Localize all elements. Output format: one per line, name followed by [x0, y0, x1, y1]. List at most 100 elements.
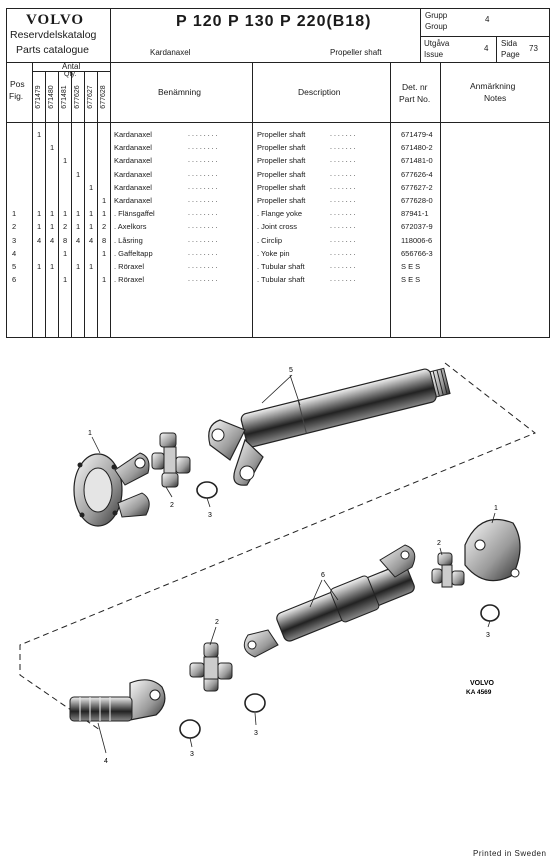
printed-in-footer: Printed in Sweden	[473, 849, 547, 858]
row-qty: 2	[102, 222, 107, 232]
col-divider-q5	[97, 71, 98, 338]
qty-col-header: 671479	[34, 85, 42, 109]
callout-label: 3	[190, 751, 194, 758]
row-qty: 1	[89, 262, 94, 271]
row-qty: 8	[102, 235, 107, 245]
row-name-sv: Kardanaxel	[114, 156, 152, 166]
row-description: Propeller shaft	[257, 182, 306, 192]
issue-label-sv: Utgåva	[424, 39, 450, 48]
exploded-view-illustration: 5 1 2 3	[19, 362, 536, 765]
col-divider-q4	[84, 71, 85, 338]
leader-dots: ........	[188, 170, 220, 178]
leader-dots: ........	[188, 144, 220, 152]
row-part-number: 87941-1	[401, 209, 429, 219]
row-qty: 1	[76, 209, 81, 219]
col-divider-brand	[110, 8, 111, 338]
row-description: . Yoke pin	[257, 248, 290, 258]
model-heading: P 120 P 130 P 220(B18)	[176, 13, 372, 30]
row-qty: 1	[37, 222, 42, 232]
row-pos: 5	[12, 262, 17, 271]
callout-label: 2	[170, 502, 174, 509]
col-divider-pos	[32, 62, 33, 338]
leader-dots: ........	[188, 249, 220, 257]
fig-header: Fig.	[9, 91, 24, 101]
qty-header-sv: Antal	[62, 62, 81, 71]
row-description: Propeller shaft	[257, 196, 306, 205]
col-divider-notes	[440, 62, 441, 338]
bottom-shaft-assembly: 1 2 3 6 2 3 4 3 VOLVO KA 4569	[69, 505, 521, 765]
group-value: 4	[485, 15, 490, 24]
row-pos: 6	[12, 275, 17, 285]
row-qty: 1	[50, 222, 55, 232]
leader-dots: ........	[188, 236, 220, 244]
row-name-sv: . Flänsgaffel	[114, 209, 155, 219]
row-qty: 1	[76, 222, 81, 232]
row-qty: 1	[89, 222, 94, 232]
row-qty: 1	[63, 156, 68, 166]
row-part-number: 677628-0	[401, 196, 433, 205]
leader-dots: .......	[330, 276, 358, 284]
header-bottom-rule	[6, 62, 550, 63]
issue-value: 4	[484, 44, 489, 53]
row-qty: 1	[76, 169, 81, 179]
leader-dots: .......	[330, 197, 358, 204]
callout-label: 3	[254, 730, 258, 737]
row-qty: 1	[89, 209, 94, 219]
row-qty: 1	[50, 209, 55, 219]
row-name-sv: . Gaffeltapp	[114, 248, 153, 258]
row-qty: 1	[63, 209, 68, 219]
name-sv-header: Benämning	[158, 87, 202, 97]
partno-header-sv: Det. nr	[402, 82, 428, 92]
row-qty: 1	[63, 248, 68, 258]
page-label-en: Page	[501, 50, 520, 59]
leader-dots: ........	[188, 157, 220, 165]
issue-label-en: Issue	[424, 50, 444, 59]
col-divider-q2	[58, 71, 59, 338]
row-qty: 1	[102, 196, 107, 205]
row-part-number: S E S	[401, 262, 421, 271]
row-qty: 4	[76, 235, 81, 245]
callout-label: 1	[494, 505, 498, 512]
row-description: . Tubular shaft	[257, 275, 305, 285]
leader-dots: .......	[330, 249, 358, 257]
row-qty: 4	[89, 235, 94, 245]
leader-dots: .......	[330, 236, 358, 244]
section-title-sv: Kardanaxel	[150, 48, 191, 57]
description-header: Description	[298, 87, 341, 97]
remarks-header-en: Notes	[484, 93, 507, 103]
qty-col-header: 677627	[86, 85, 94, 109]
row-description: Propeller shaft	[257, 130, 306, 139]
qty-col-header: 677628	[99, 85, 107, 109]
catalog-title-en: Parts catalogue	[16, 44, 89, 56]
pos-header: Pos	[10, 79, 25, 89]
row-qty: 4	[50, 235, 55, 245]
remarks-header-sv: Anmärkning	[470, 81, 516, 91]
row-name-sv: . Röraxel	[114, 262, 145, 271]
callout-label: 3	[208, 512, 212, 519]
row-description: . Flange yoke	[257, 209, 303, 219]
callout-label: 2	[215, 619, 219, 626]
row-pos: 3	[12, 235, 17, 245]
callout-label: 3	[486, 632, 490, 639]
row-qty: 1	[63, 275, 68, 285]
row-description: Propeller shaft	[257, 156, 306, 166]
row-name-sv: . Axelkors	[114, 222, 147, 232]
qty-col-header: 671480	[47, 85, 55, 109]
leader-dots: ........	[188, 197, 220, 204]
row-part-number: 671481-0	[401, 156, 433, 166]
leader-dots: .......	[330, 170, 358, 178]
row-name-sv: Kardanaxel	[114, 182, 152, 192]
callout-label: 6	[321, 572, 325, 579]
top-shaft-assembly: 5 1 2 3	[73, 367, 451, 527]
callout-label: 5	[289, 367, 293, 374]
row-part-number: S E S	[401, 275, 421, 285]
leader-dots: ........	[188, 276, 220, 284]
row-part-number: 656766-3	[401, 248, 433, 258]
row-name-sv: . Röraxel	[114, 275, 145, 285]
row-description: Propeller shaft	[257, 143, 306, 153]
row-qty: 8	[63, 235, 68, 245]
callout-label: 4	[104, 758, 108, 765]
qty-header-en: Qty.	[64, 71, 77, 78]
row-description: Propeller shaft	[257, 169, 306, 179]
